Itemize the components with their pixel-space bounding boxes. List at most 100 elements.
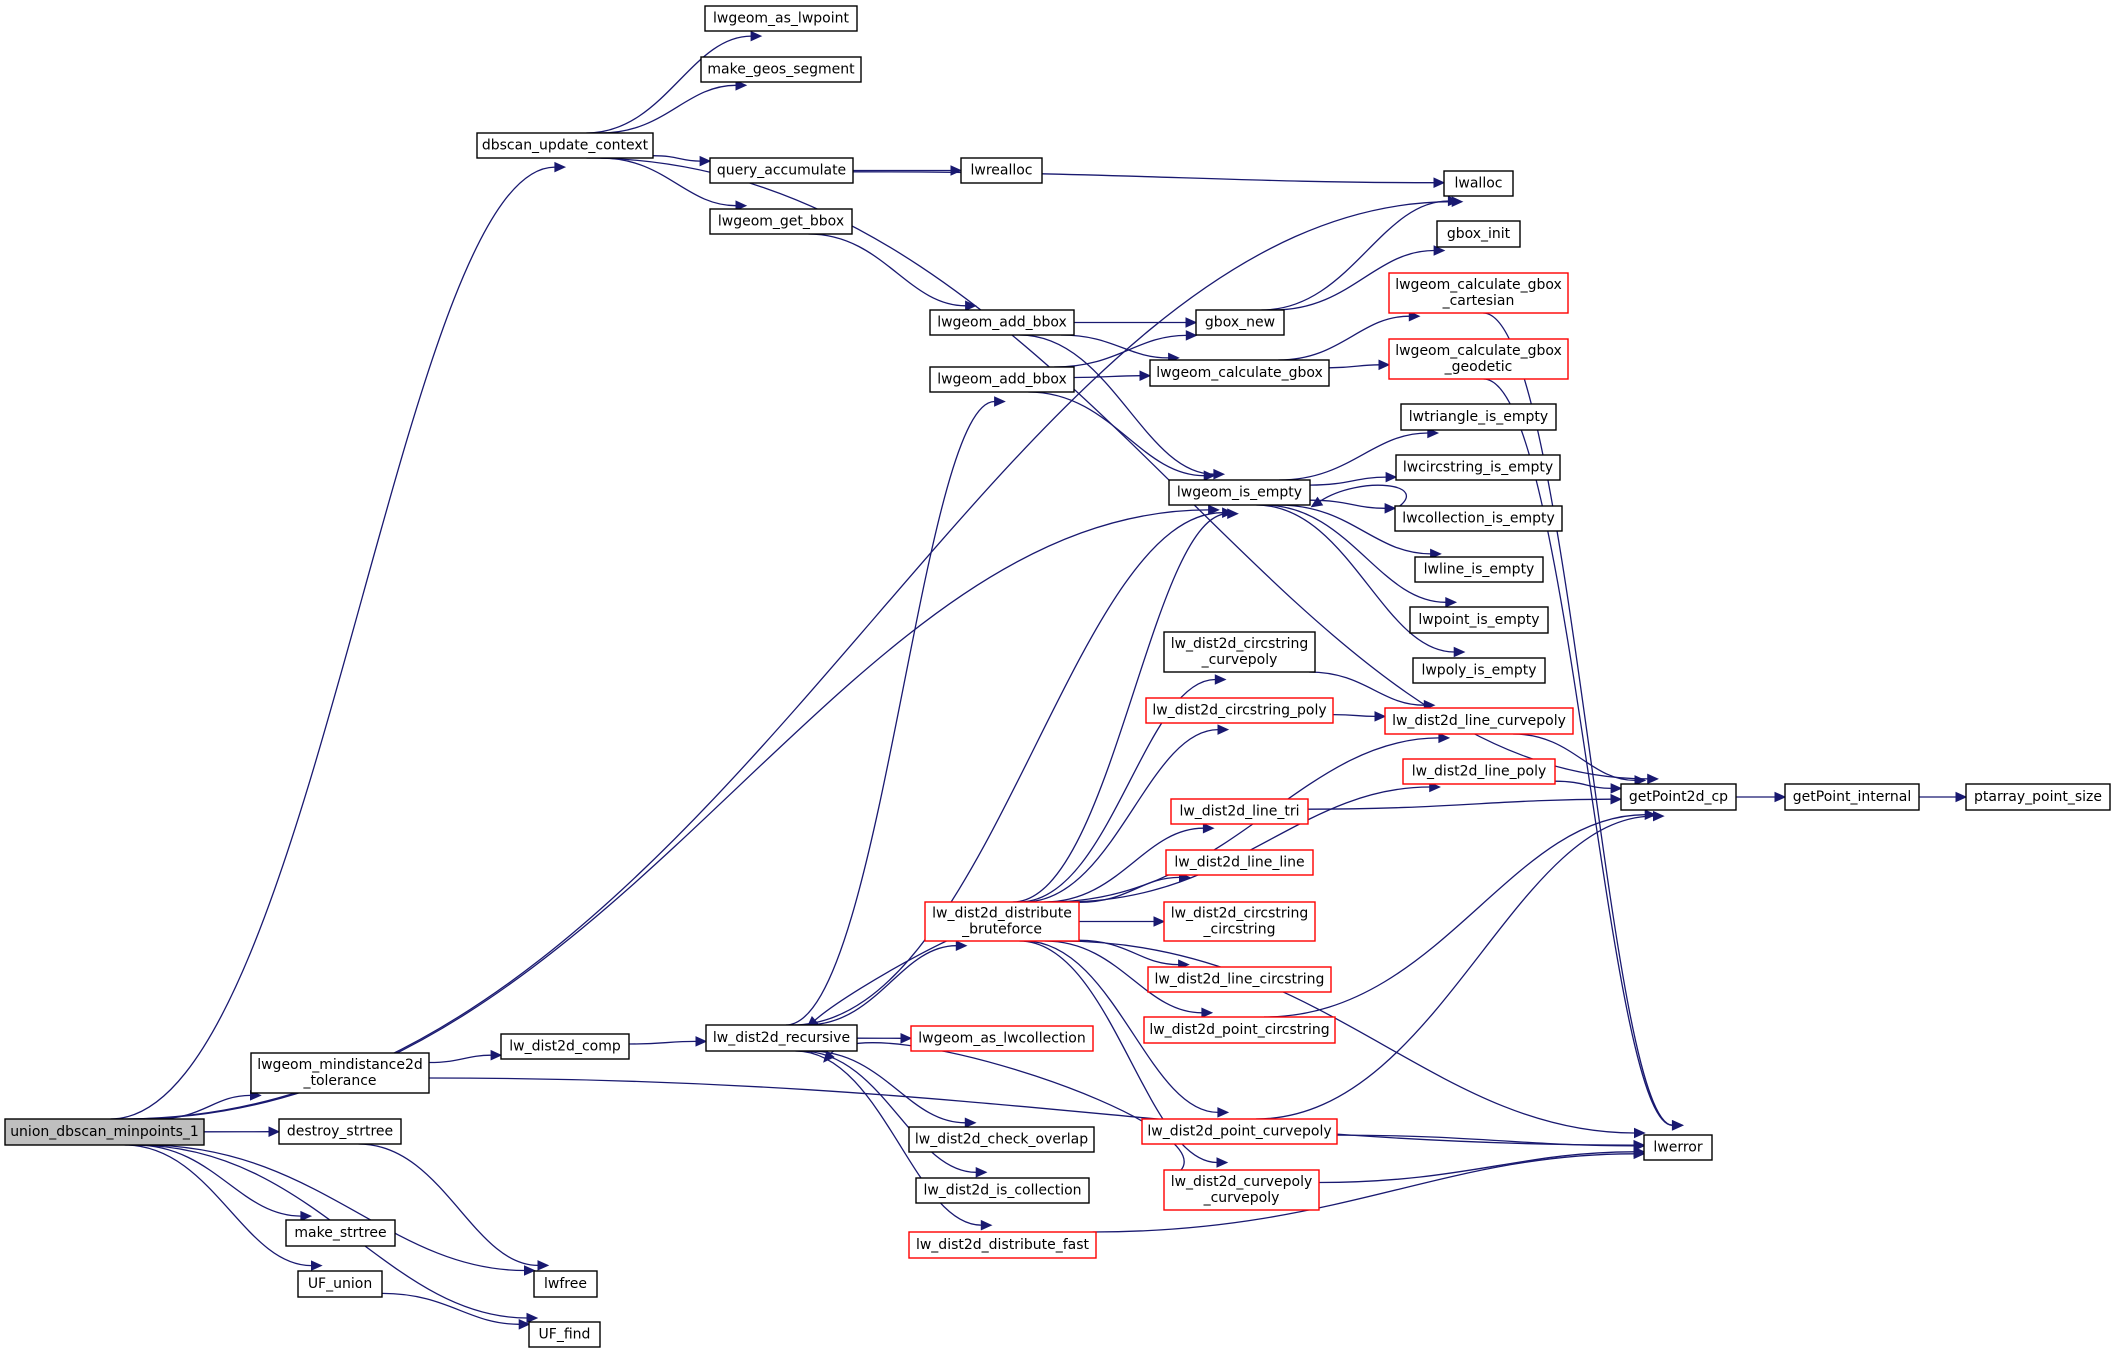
node-gbox-init[interactable]: gbox_init xyxy=(1436,220,1521,248)
edge-line xyxy=(1078,876,1180,904)
node-lwgeom-as-lwpoint[interactable]: lwgeom_as_lwpoint xyxy=(704,5,858,32)
edge-line xyxy=(1063,786,1430,903)
node-gbox-new[interactable]: gbox_new xyxy=(1195,309,1285,336)
node-lw-dist2d-distribute-bruteforce[interactable]: lw_dist2d_distribute_bruteforce xyxy=(924,901,1080,942)
node-label: lwgeom_add_bbox xyxy=(937,315,1067,331)
arrowhead-icon xyxy=(518,1319,531,1330)
node-lw-dist2d-comp[interactable]: lw_dist2d_comp xyxy=(500,1033,630,1060)
edge-lw_dist2d_recursive-to-lw_dist2d_check_overlap xyxy=(809,1050,977,1129)
node-union-dbscan-minpoints-1[interactable]: union_dbscan_minpoints_1 xyxy=(4,1118,205,1146)
node-lw-dist2d-line-poly[interactable]: lw_dist2d_line_poly xyxy=(1402,758,1556,785)
node-lwcollection-is-empty[interactable]: lwcollection_is_empty xyxy=(1394,505,1563,532)
node-lwgeom-as-lwcollection[interactable]: lwgeom_as_lwcollection xyxy=(910,1025,1094,1052)
arrowhead-icon xyxy=(1445,597,1458,608)
node-lw-dist2d-point-circstring[interactable]: lw_dist2d_point_circstring xyxy=(1143,1016,1336,1044)
node-label: lwpoly_is_empty xyxy=(1421,663,1536,679)
node-label: _cartesian xyxy=(1442,293,1515,309)
edge-lw_dist2d_distribute_bruteforce-to-lw_dist2d_point_circstring xyxy=(1044,940,1214,1019)
node-UF-find[interactable]: UF_find xyxy=(528,1321,601,1348)
node-box xyxy=(1965,783,2111,811)
node-label: _geodetic xyxy=(1444,359,1513,375)
node-lwgeom-calculate-gbox-geodetic[interactable]: lwgeom_calculate_gbox_geodetic xyxy=(1388,338,1569,380)
edge-line xyxy=(1483,378,1673,1126)
edge-line xyxy=(1044,940,1202,1014)
edge-lwcollection_is_empty-to-lwgeom_is_empty xyxy=(1310,484,1407,510)
node-lwpoly-is-empty[interactable]: lwpoly_is_empty xyxy=(1412,657,1546,684)
node-lw-dist2d-line-curvepoly[interactable]: lw_dist2d_line_curvepoly xyxy=(1384,707,1574,735)
node-lwalloc[interactable]: lwalloc xyxy=(1443,170,1514,197)
node-label: dbscan_update_context xyxy=(482,138,649,154)
edge-line xyxy=(1256,504,1455,653)
node-getPoint-internal[interactable]: getPoint_internal xyxy=(1784,783,1920,811)
arrowhead-icon xyxy=(1447,195,1460,207)
node-getPoint2d-cp[interactable]: getPoint2d_cp xyxy=(1620,783,1737,811)
node-lw-dist2d-line-tri[interactable]: lw_dist2d_line_tri xyxy=(1170,798,1309,825)
edge-dbscan_update_context-to-getPoint2d_cp xyxy=(586,157,1659,785)
node-lwrealloc[interactable]: lwrealloc xyxy=(960,157,1043,184)
node-label: lwrealloc xyxy=(970,163,1032,179)
node-lw-dist2d-circstring-curvepoly[interactable]: lw_dist2d_circstring_curvepoly xyxy=(1163,631,1316,673)
arrowhead-icon xyxy=(1671,1120,1684,1131)
node-label: make_geos_segment xyxy=(707,62,855,78)
node-lwgeom-mindistance2d-tolerance[interactable]: lwgeom_mindistance2d_tolerance xyxy=(250,1052,430,1094)
node-lw-dist2d-line-circstring[interactable]: lw_dist2d_line_circstring xyxy=(1147,966,1332,993)
edge-lw_dist2d_distribute_bruteforce-to-lw_dist2d_curvepoly_curvepoly xyxy=(1019,940,1229,1168)
arrowhead-icon xyxy=(964,1117,977,1129)
node-lwgeom-calculate-gbox[interactable]: lwgeom_calculate_gbox xyxy=(1149,359,1330,387)
node-dbscan-update-context[interactable]: dbscan_update_context xyxy=(476,132,654,159)
edge-dbscan_update_context-to-lwgeom_as_lwpoint xyxy=(586,30,763,134)
node-query-accumulate[interactable]: query_accumulate xyxy=(709,157,854,184)
edge-lw_dist2d_distribute_bruteforce-to-lw_dist2d_line_tri xyxy=(1044,822,1215,903)
arrowhead-icon xyxy=(1385,471,1398,483)
node-lwpoint-is-empty[interactable]: lwpoint_is_empty xyxy=(1409,606,1549,634)
node-box xyxy=(1412,657,1546,684)
node-lw-dist2d-curvepoly-curvepoly[interactable]: lw_dist2d_curvepoly_curvepoly xyxy=(1163,1169,1320,1211)
node-lw-dist2d-check-overlap[interactable]: lw_dist2d_check_overlap xyxy=(908,1126,1095,1153)
edge-gbox_new-to-lwalloc xyxy=(1261,195,1460,311)
node-label: UF_union xyxy=(308,1276,372,1292)
node-box xyxy=(915,1177,1090,1204)
node-lwfree[interactable]: lwfree xyxy=(533,1270,598,1298)
node-box xyxy=(1409,606,1549,634)
node-lw-dist2d-recursive[interactable]: lw_dist2d_recursive xyxy=(705,1024,858,1052)
node-lwcircstring-is-empty[interactable]: lwcircstring_is_empty xyxy=(1395,454,1561,481)
node-box xyxy=(1145,697,1334,724)
node-lwgeom-get-bbox[interactable]: lwgeom_get_bbox xyxy=(709,208,853,235)
node-box xyxy=(908,1231,1097,1259)
node-lw-dist2d-point-curvepoly[interactable]: lw_dist2d_point_curvepoly xyxy=(1141,1118,1338,1145)
node-lwgeom-add-bbox-1[interactable]: lwgeom_add_bbox xyxy=(929,309,1075,336)
edge-line xyxy=(852,171,1435,184)
node-box xyxy=(1394,505,1563,532)
arrowhead-icon xyxy=(1374,711,1387,722)
edge-lw_dist2d_recursive-to-lwgeom_as_lwcollection xyxy=(856,1033,913,1044)
arrowhead-icon xyxy=(1384,503,1397,514)
node-lwline-is-empty[interactable]: lwline_is_empty xyxy=(1414,556,1544,583)
arrowhead-icon xyxy=(1208,504,1220,516)
node-lwgeom-add-bbox-2[interactable]: lwgeom_add_bbox xyxy=(929,366,1075,393)
node-make-strtree[interactable]: make_strtree xyxy=(285,1219,396,1247)
node-lwgeom-is-empty[interactable]: lwgeom_is_empty xyxy=(1168,479,1311,506)
arrowhead-icon xyxy=(750,30,763,42)
edge-lw_dist2d_point_circstring-to-getPoint2d_cp xyxy=(1263,809,1657,1018)
node-lw-dist2d-is-collection[interactable]: lw_dist2d_is_collection xyxy=(915,1177,1090,1204)
node-lwerror[interactable]: lwerror xyxy=(1643,1134,1713,1161)
node-label: _circstring xyxy=(1203,922,1276,938)
node-destroy-strtree[interactable]: destroy_strtree xyxy=(278,1118,402,1145)
node-lwgeom-calculate-gbox-cartesian[interactable]: lwgeom_calculate_gbox_cartesian xyxy=(1388,272,1569,314)
node-lw-dist2d-distribute-fast[interactable]: lw_dist2d_distribute_fast xyxy=(908,1231,1097,1259)
node-label: UF_find xyxy=(539,1327,591,1343)
node-lw-dist2d-circstring-poly[interactable]: lw_dist2d_circstring_poly xyxy=(1145,697,1334,724)
node-ptarray-point-size[interactable]: ptarray_point_size xyxy=(1965,783,2111,811)
node-UF-union[interactable]: UF_union xyxy=(297,1270,383,1298)
node-lwtriangle-is-empty[interactable]: lwtriangle_is_empty xyxy=(1400,403,1557,431)
edge-getPoint_internal-to-ptarray_point_size xyxy=(1918,791,1968,803)
edge-line xyxy=(1554,780,1612,790)
node-make-geos-segment[interactable]: make_geos_segment xyxy=(700,56,862,83)
node-lw-dist2d-circstring-circstring[interactable]: lw_dist2d_circstring_circstring xyxy=(1163,901,1316,942)
node-box xyxy=(476,132,654,159)
arrowhead-icon xyxy=(300,1210,313,1222)
edge-lw_dist2d_recursive-to-lwgeom_is_empty xyxy=(792,507,1234,1026)
node-lw-dist2d-line-line[interactable]: lw_dist2d_line_line xyxy=(1165,849,1314,876)
node-label: lwgeom_is_empty xyxy=(1177,485,1302,501)
